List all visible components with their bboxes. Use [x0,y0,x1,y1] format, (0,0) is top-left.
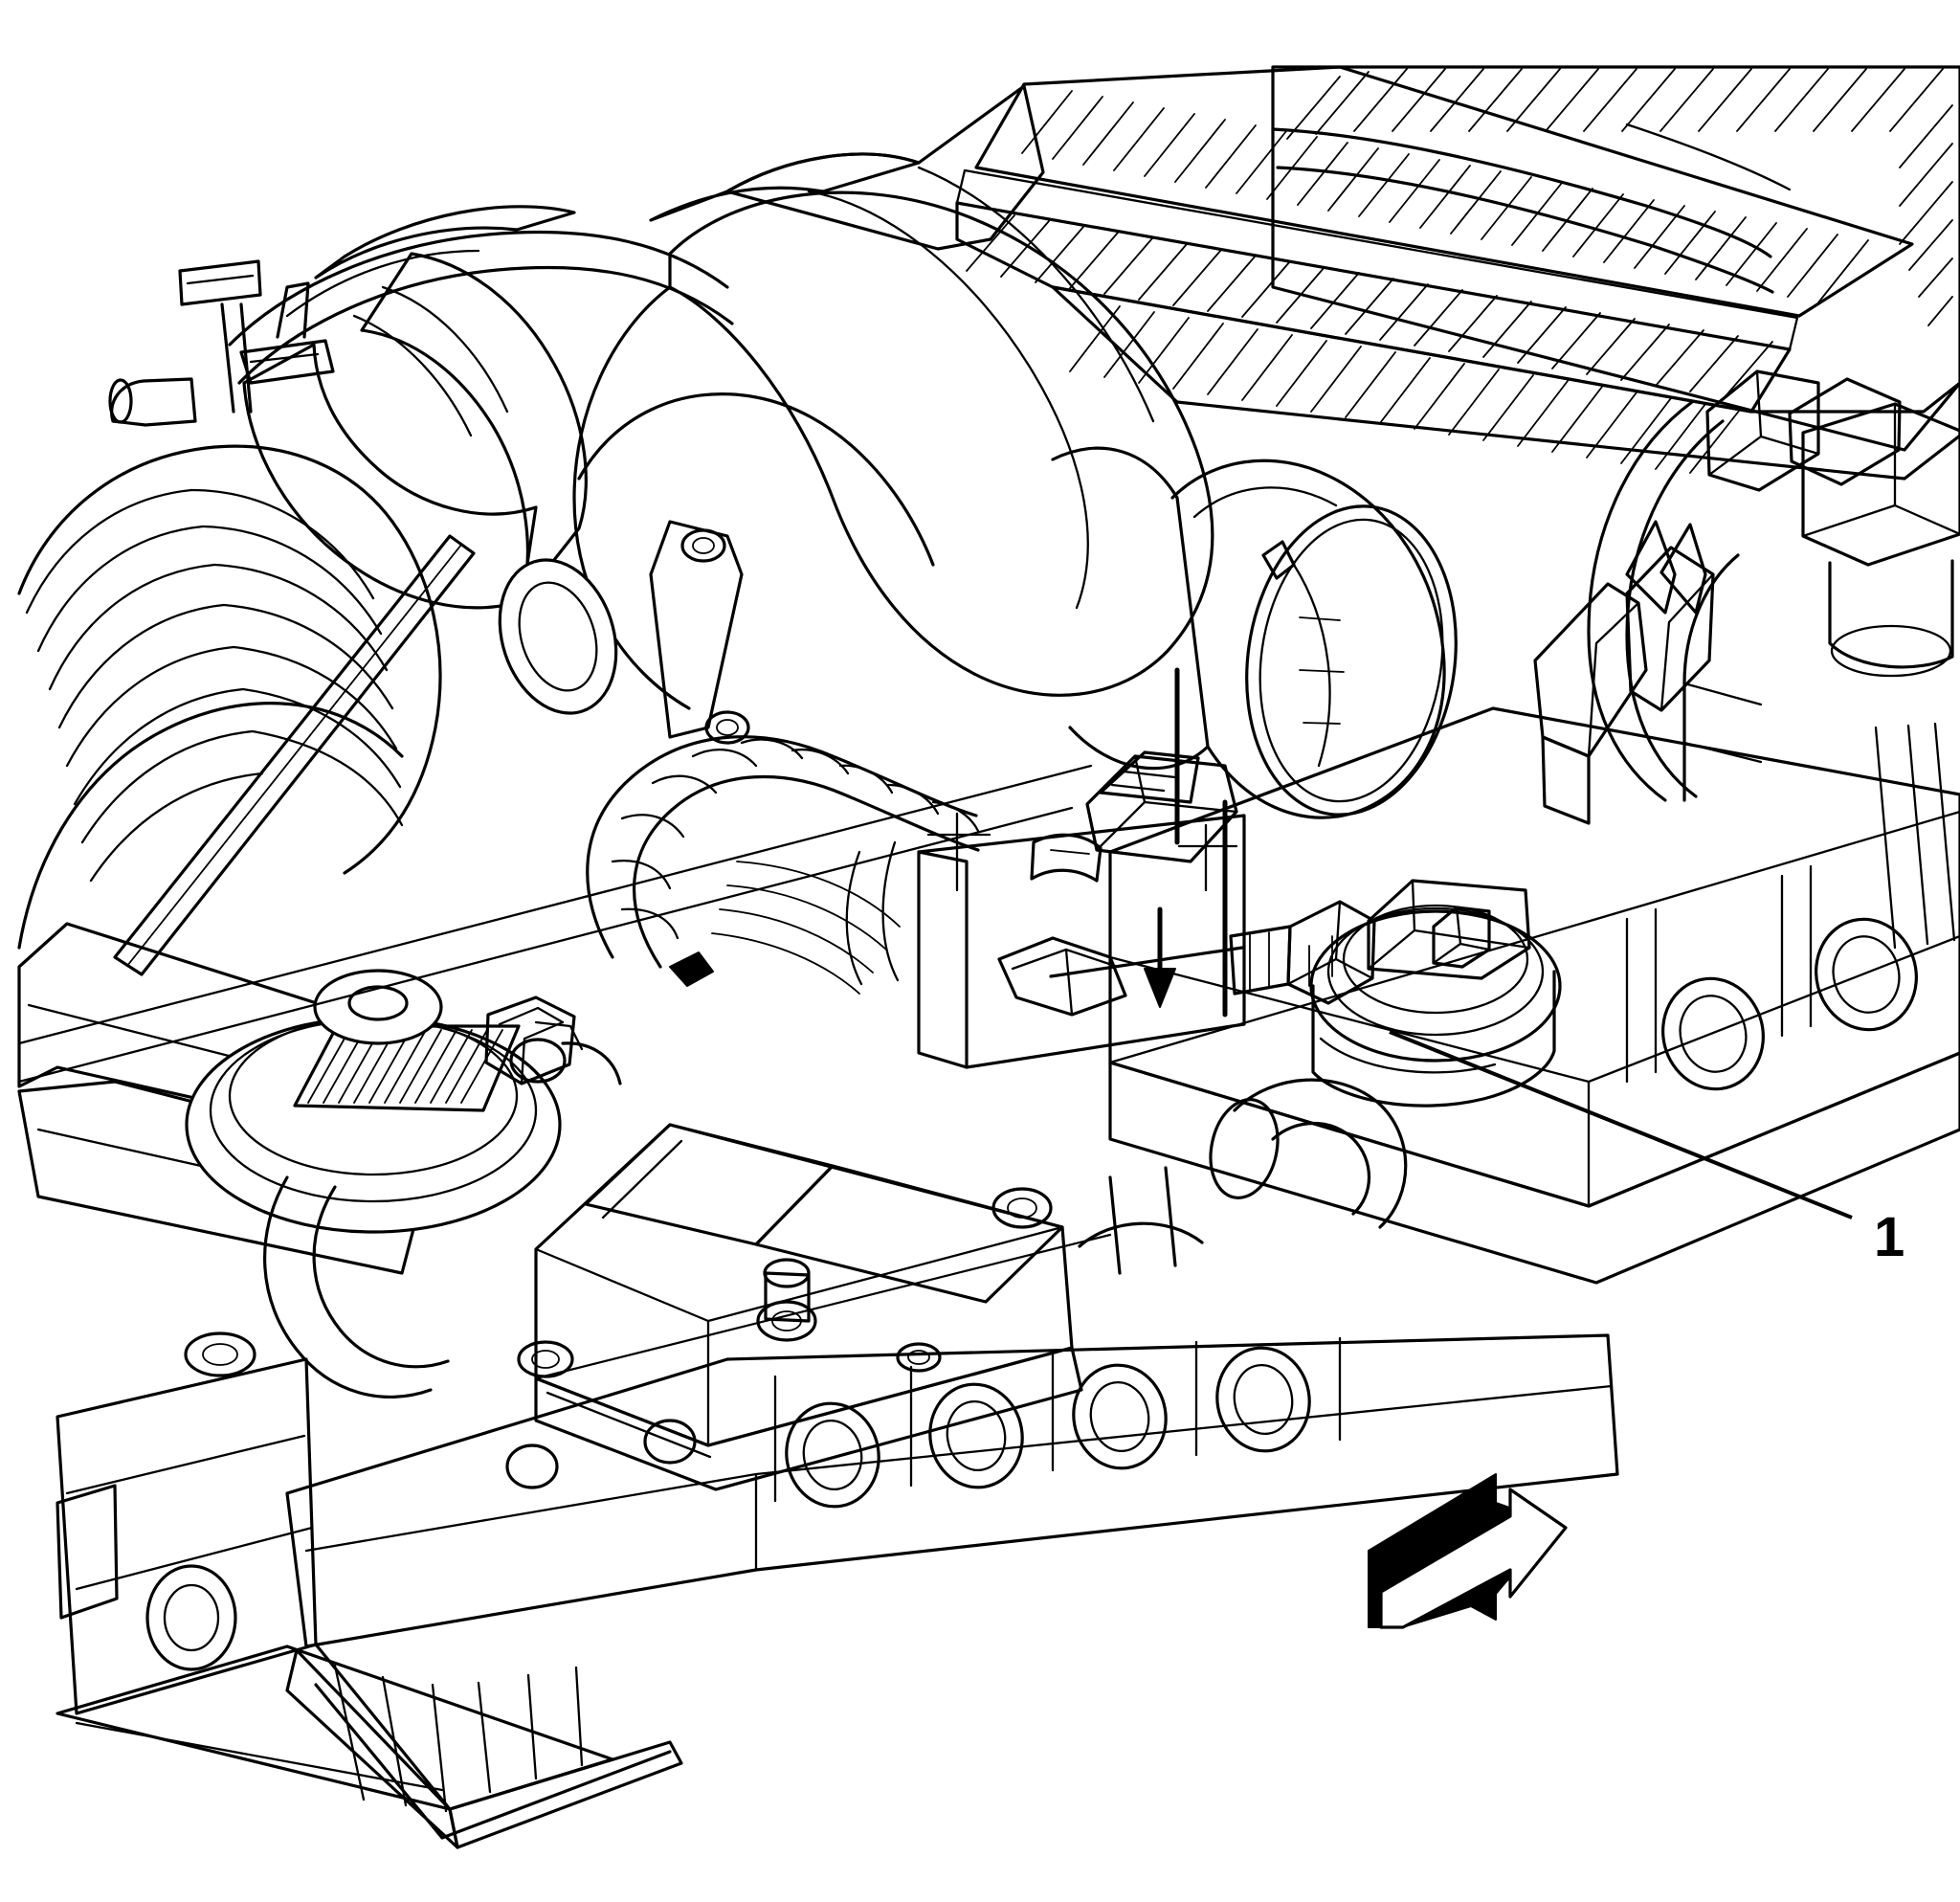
electrical-connector [1030,750,1238,883]
engine-block [56,1333,1619,1849]
camshaft-position-sensor [1229,879,1562,1108]
mounting-bracket-right [1587,369,1960,950]
coolant-tubes [1078,1078,1408,1275]
intake-manifold-plenum [572,84,1214,710]
forward-direction-arrow [1368,1473,1568,1629]
engine-cover-finned-top [955,65,1960,481]
heat-shield-bracket [917,667,1246,1069]
cylinder-head-exhaust-ports [1108,369,1960,1285]
intake-manifold-runners-left [228,205,750,745]
wiring-harness-conduit [586,735,1238,995]
engine-seam-lines [17,764,1960,1380]
air-intake-corrugated-hose [17,259,476,976]
valve-cover-left [517,1123,1083,1491]
callout-1-leader [1389,1030,1853,1220]
throttle-body-duct [1051,446,1458,819]
callout-label-1: 1 [1874,1206,1904,1268]
camshaft-actuator-solenoid [185,969,622,1399]
